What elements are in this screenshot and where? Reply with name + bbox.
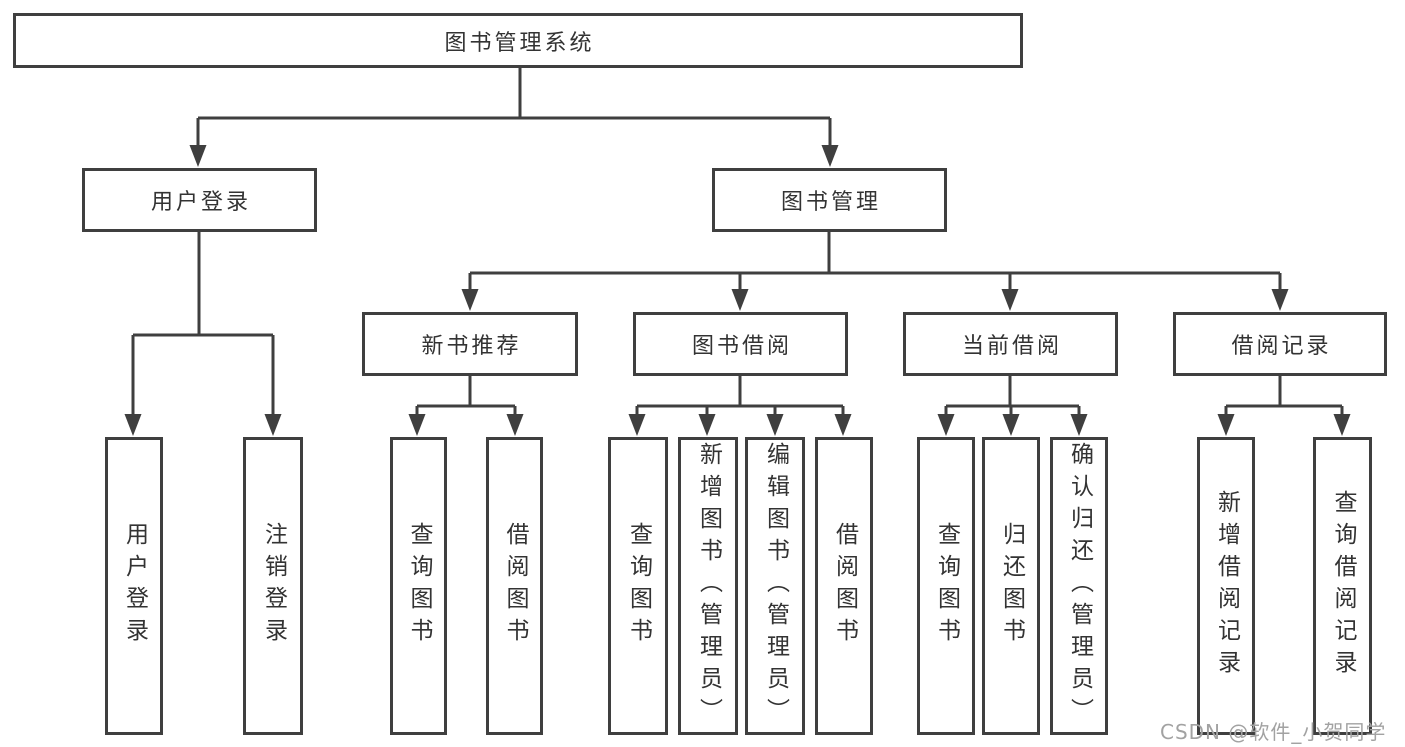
leaf-borrow-books-recommend-label: 借阅图书 [502, 522, 528, 650]
node-current-borrow-label: 当前借阅 [961, 334, 1062, 359]
node-borrow-records: 借阅记录 [1173, 312, 1387, 376]
leaf-user-login-label: 用户登录 [121, 522, 148, 650]
node-new-book-recommend: 新书推荐 [362, 312, 578, 376]
leaf-query-books-recommend: 查询图书 [390, 437, 447, 735]
leaf-borrow-books: 借阅图书 [815, 437, 873, 735]
node-user-login: 用户登录 [82, 168, 317, 232]
arrow-icon [124, 414, 142, 436]
leaf-query-books-current-label: 查询图书 [933, 522, 960, 650]
node-current-borrow: 当前借阅 [903, 312, 1118, 376]
arrow-icon [698, 414, 716, 436]
arrow-icon [408, 414, 426, 436]
arrow-icon [1001, 289, 1019, 311]
leaf-add-book-admin: 新增图书（管理员） [678, 437, 738, 735]
leaf-query-books-borrow-label: 查询图书 [625, 522, 652, 650]
leaf-confirm-return-admin-label: 确认归还（管理员） [1066, 442, 1093, 730]
node-book-borrow-label: 图书借阅 [691, 334, 792, 359]
connector-lines [131, 68, 1344, 419]
leaf-return-book-label: 归还图书 [998, 522, 1025, 650]
leaf-query-books-current: 查询图书 [917, 437, 975, 735]
leaf-query-books-borrow: 查询图书 [608, 437, 668, 735]
leaf-query-borrow-record: 查询借阅记录 [1313, 437, 1372, 735]
node-book-management: 图书管理 [712, 168, 947, 232]
node-new-book-recommend-label: 新书推荐 [421, 334, 522, 359]
leaf-edit-book-admin: 编辑图书（管理员） [745, 437, 805, 735]
arrow-icon [628, 414, 646, 436]
arrow-icon [834, 414, 852, 436]
arrow-icon [937, 414, 955, 436]
leaf-return-book: 归还图书 [982, 437, 1040, 735]
node-borrow-records-label: 借阅记录 [1231, 334, 1332, 359]
leaf-add-borrow-record-label: 新增借阅记录 [1213, 490, 1240, 682]
leaf-add-borrow-record: 新增借阅记录 [1197, 437, 1255, 735]
arrow-icon [1271, 289, 1289, 311]
arrow-icon [766, 414, 784, 436]
node-book-borrow: 图书借阅 [633, 312, 848, 376]
leaf-borrow-books-recommend: 借阅图书 [486, 437, 543, 735]
leaf-query-books-recommend-label: 查询图书 [406, 522, 432, 650]
leaf-confirm-return-admin: 确认归还（管理员） [1050, 437, 1108, 735]
leaf-edit-book-admin-label: 编辑图书（管理员） [762, 442, 789, 730]
arrow-icon [1002, 414, 1020, 436]
arrowheads [124, 145, 1351, 436]
arrow-icon [1333, 414, 1351, 436]
arrow-icon [731, 289, 749, 311]
arrow-icon [189, 145, 207, 167]
arrow-icon [821, 145, 839, 167]
leaf-add-book-admin-label: 新增图书（管理员） [695, 442, 722, 730]
arrow-icon [461, 289, 479, 311]
arrow-icon [264, 414, 282, 436]
leaf-logout-login: 注销登录 [243, 437, 303, 735]
node-root: 图书管理系统 [13, 13, 1023, 68]
csdn-watermark: CSDN @软件_小贺同学 [1160, 720, 1387, 744]
arrow-icon [1070, 414, 1088, 436]
leaf-user-login: 用户登录 [105, 437, 163, 735]
node-book-management-label: 图书管理 [780, 190, 881, 215]
leaf-logout-login-label: 注销登录 [260, 522, 287, 650]
leaf-borrow-books-label: 借阅图书 [831, 522, 858, 650]
arrow-icon [506, 414, 524, 436]
arrow-icon [1217, 414, 1235, 436]
node-user-login-label: 用户登录 [150, 190, 251, 215]
node-root-label: 图书管理系统 [444, 30, 595, 56]
leaf-query-borrow-record-label: 查询借阅记录 [1330, 490, 1356, 682]
